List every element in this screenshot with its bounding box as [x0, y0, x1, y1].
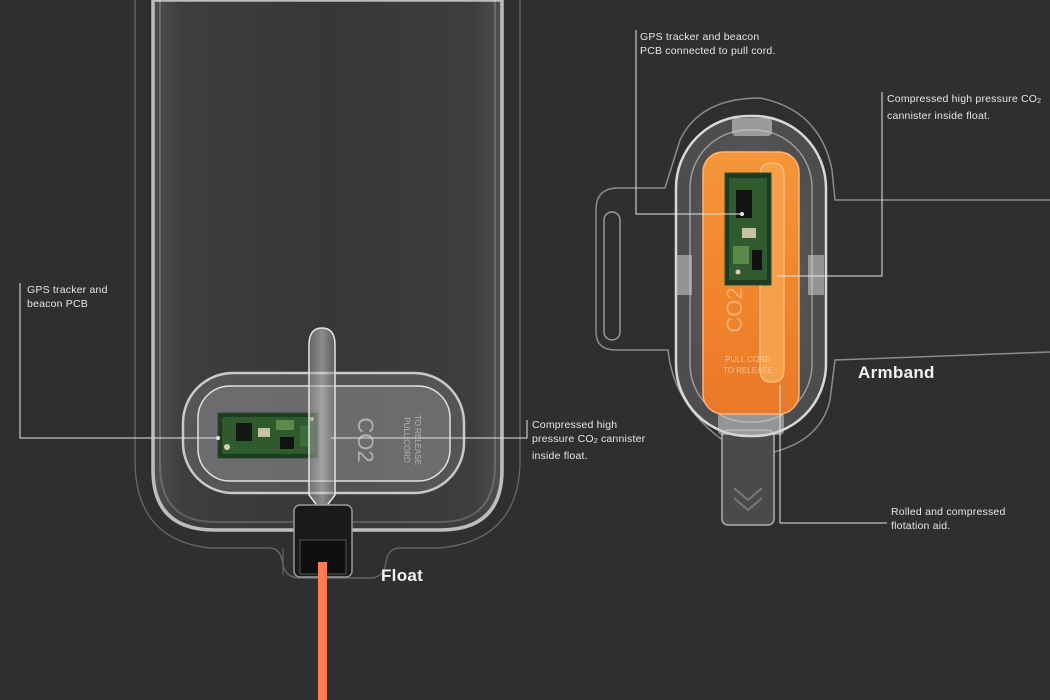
armband-slot	[603, 211, 621, 341]
armband-pull-text-1: PULL CORD	[725, 355, 771, 364]
float-gps-label: GPS tracker and beacon PCB	[27, 284, 108, 310]
armband-illustration: CO2 PULL CORD TO RELEASE	[595, 97, 1050, 526]
armband-co2-label: Compressed high pressure CO2 cannister i…	[887, 93, 1042, 122]
armband-aid-label: Rolled and compressed flotation aid.	[891, 506, 1006, 532]
armband-co2-text: CO2	[722, 287, 747, 332]
float-co2-label: Compressed high pressure CO2 cannister i…	[532, 419, 646, 462]
armband-title: Armband	[858, 363, 935, 382]
float-co2-text: CO2	[353, 417, 378, 462]
armband-pull-text-2: TO RELEASE	[723, 366, 773, 375]
float-outer-outline	[134, 0, 521, 579]
float-pull-text-2: TO RELEASE	[413, 415, 422, 465]
float-pull-rod	[308, 327, 336, 514]
armband-gps-label: GPS tracker and beacon PCB connected to …	[640, 31, 776, 57]
float-illustration: CO2	[134, 0, 521, 700]
float-title: Float	[381, 566, 424, 585]
float-pcb	[217, 412, 319, 459]
armband-pcb	[724, 172, 772, 286]
armband-leader-lines	[635, 30, 887, 524]
float-pull-text-1: PULL CORD	[402, 417, 411, 463]
float-leader-lines	[19, 283, 528, 440]
float-pull-cord	[318, 562, 327, 700]
